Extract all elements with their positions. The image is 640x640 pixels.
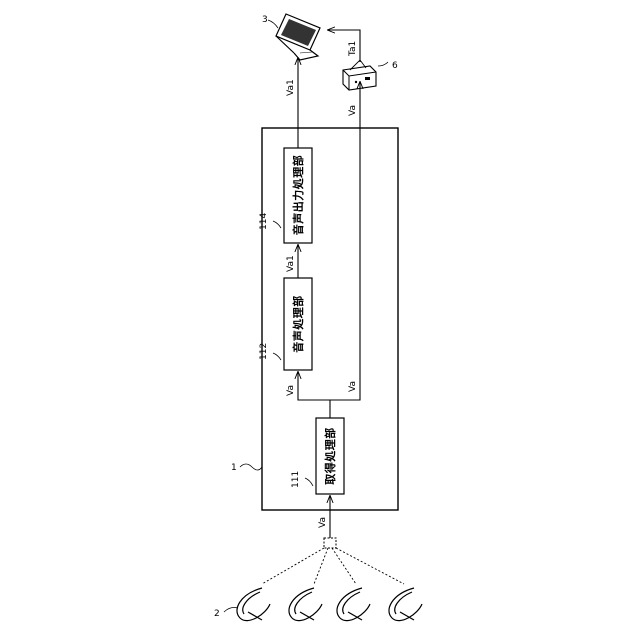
ref-leader-3 [268, 20, 278, 28]
sensor-device-icon [237, 588, 270, 621]
hub-node [324, 538, 336, 548]
ref-label-1: 1 [231, 463, 237, 473]
signal-input-va: Va [318, 517, 328, 528]
sensor-device-icon [389, 588, 422, 621]
block-acquisition-label: 取得処理部 [323, 427, 337, 485]
ref-label-2: 2 [214, 609, 220, 619]
ref-leader-111 [305, 478, 313, 486]
signal-ta1: Ta1 [348, 41, 358, 57]
line-bypass-va [330, 82, 360, 400]
signal-va-to-device: Va [348, 105, 358, 116]
block-voice-output-label: 音声出力処理部 [291, 155, 305, 236]
signal-va1-output: Va1 [286, 79, 296, 96]
signal-va-bypass: Va [348, 381, 358, 392]
ref-leader-114 [273, 221, 281, 228]
block-voice-processing-label: 音声処理部 [291, 295, 305, 353]
ref-leader-1 [240, 464, 262, 470]
ref-label-3: 3 [262, 15, 268, 25]
ref-label-111: 111 [291, 471, 301, 488]
sensor-device-icon [289, 588, 322, 621]
signal-va1-internal: Va1 [286, 255, 296, 272]
sensor-connections [262, 548, 404, 584]
line-111-to-split [298, 372, 330, 418]
ref-label-112: 112 [259, 343, 269, 360]
ref-label-6: 6 [392, 61, 398, 71]
ref-leader-112 [273, 353, 281, 360]
ref-leader-6 [378, 62, 388, 66]
sensor-device-icon [337, 588, 370, 621]
laptop-icon [276, 14, 320, 60]
ref-leader-2 [224, 608, 238, 613]
ref-label-114: 114 [259, 213, 269, 230]
signal-va-to-112: Va [286, 385, 296, 396]
